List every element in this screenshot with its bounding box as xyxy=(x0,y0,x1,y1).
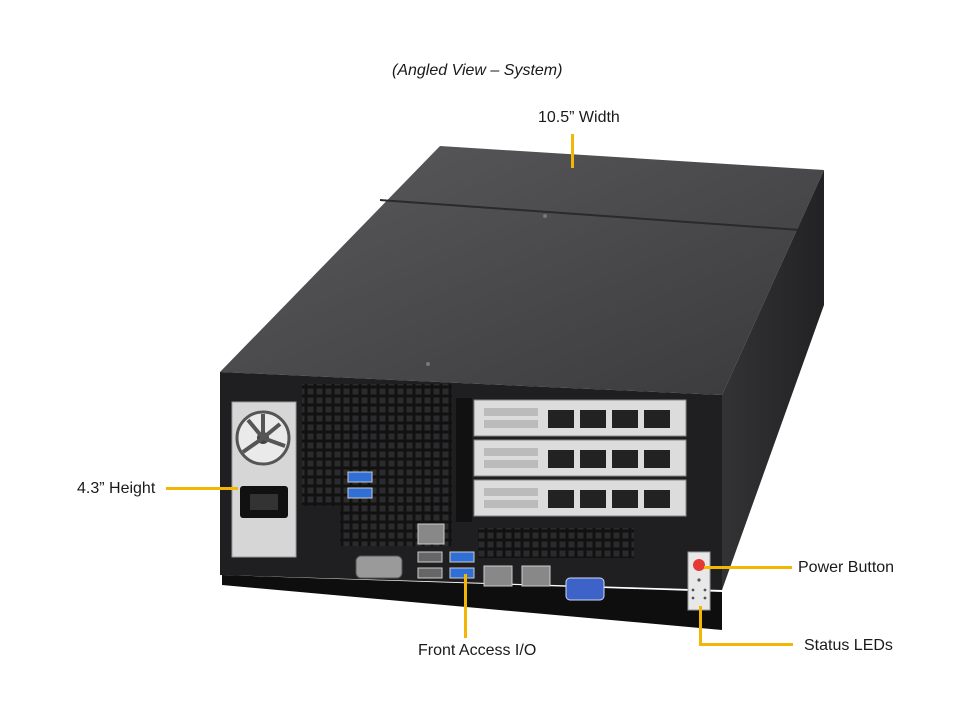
chassis-top-panel xyxy=(220,146,824,395)
power-button-callout-line xyxy=(704,566,792,569)
width-label: 10.5” Width xyxy=(538,109,620,126)
front-io-callout-line xyxy=(464,574,467,638)
view-caption: (Angled View – System) xyxy=(392,62,563,79)
power-button-label: Power Button xyxy=(798,559,895,576)
vent-mesh xyxy=(478,528,634,558)
expansion-cards xyxy=(456,398,687,522)
usb-port-icon xyxy=(449,567,475,579)
status-leds-callout-line-v xyxy=(699,606,702,645)
height-callout-line xyxy=(166,487,238,490)
width-callout-line xyxy=(571,134,574,168)
usb-port-icon xyxy=(417,551,443,563)
vga-port-icon xyxy=(565,577,605,601)
usb-port-icon xyxy=(347,487,373,499)
lan-port-icon xyxy=(483,565,513,587)
status-leds-label: Status LEDs xyxy=(804,637,893,654)
usb-port-icon xyxy=(449,551,475,563)
lan-port-icon xyxy=(417,523,445,545)
lan-port-icon xyxy=(521,565,551,587)
vent-mesh xyxy=(302,384,452,506)
usb-port-icon xyxy=(347,471,373,483)
serial-port-icon xyxy=(355,555,403,579)
height-label: 4.3” Height xyxy=(77,480,156,497)
usb-port-icon xyxy=(417,567,443,579)
power-button-icon xyxy=(693,559,705,571)
chassis-side-panel xyxy=(722,170,824,590)
front-io-label: Front Access I/O xyxy=(418,642,537,659)
status-leds-callout-line-h xyxy=(699,643,793,646)
